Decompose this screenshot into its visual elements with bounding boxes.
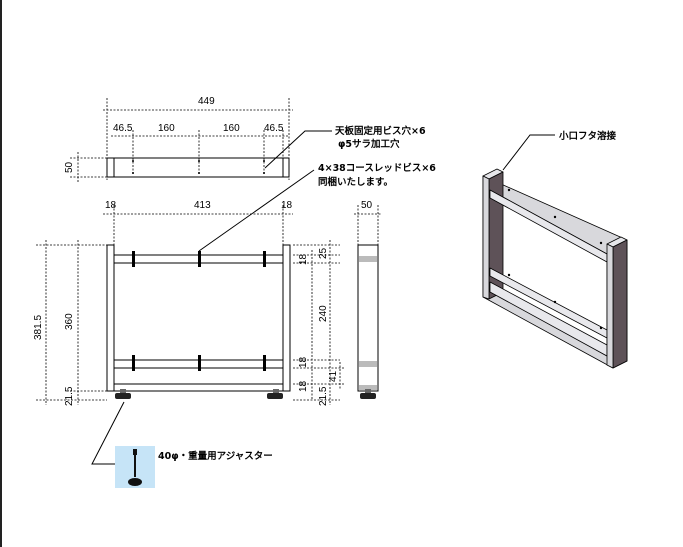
- isometric-view: [482, 168, 628, 369]
- dim-160-left: 160: [158, 123, 175, 134]
- dim-381-5: 381.5: [33, 315, 44, 340]
- callout-top-holes-2: φ5サラ加工穴: [338, 138, 400, 150]
- top-view: 449 46.5 160 160 46.5 50: [64, 96, 293, 182]
- adjuster-image: [115, 446, 155, 488]
- adjuster-foot-right: [267, 389, 283, 399]
- dim-46-5-left: 46.5: [113, 123, 133, 134]
- dim-41: 41: [328, 370, 339, 382]
- dim-46-5-right: 46.5: [264, 123, 284, 134]
- callout-screws-1: 4×38コースレッドビス×6: [318, 162, 436, 174]
- callout-adjuster: 40φ・重量用アジャスター: [158, 450, 273, 462]
- dim-21-5-left: 21.5: [64, 386, 75, 406]
- dim-50-side: 50: [361, 200, 373, 211]
- dim-360: 360: [64, 313, 75, 330]
- dim-240: 240: [318, 305, 329, 322]
- dim-21-5-right: 21.5: [318, 386, 329, 406]
- dim-160-right: 160: [223, 123, 240, 134]
- dim-50-top: 50: [64, 161, 75, 173]
- dim-18-rail-top: 18: [298, 253, 309, 265]
- side-view: 50: [354, 200, 382, 399]
- dim-413: 413: [194, 200, 211, 211]
- front-view: 18 413 18 381.5 360 21.5 18 25: [33, 200, 345, 406]
- left-border: [0, 0, 2, 547]
- dim-449: 449: [198, 96, 215, 107]
- dim-18-left: 18: [105, 200, 117, 211]
- adjuster-foot-left: [115, 389, 131, 399]
- dim-18-rail-bottom: 18: [298, 380, 309, 392]
- callout-top-holes-1: 天板固定用ビス穴×6: [335, 125, 426, 137]
- callout-screws-2: 同梱いたします。: [318, 176, 393, 188]
- dim-25: 25: [318, 247, 329, 259]
- dim-18-right: 18: [281, 200, 293, 211]
- callout-end-cap: 小口フタ溶接: [558, 130, 617, 142]
- dim-18-rail-mid: 18: [298, 356, 309, 368]
